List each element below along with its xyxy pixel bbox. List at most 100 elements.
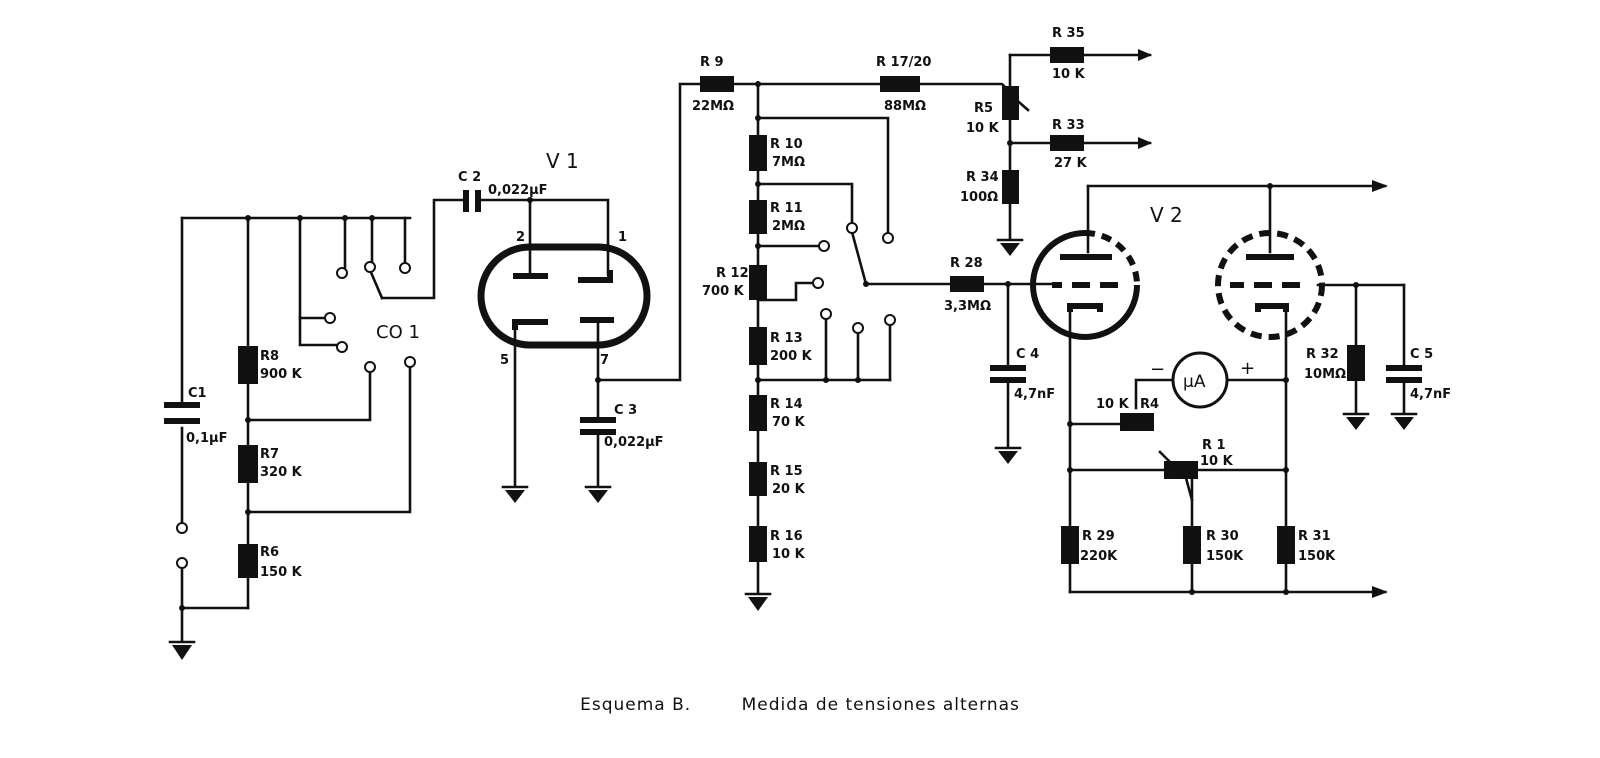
capacitor-c5 bbox=[1386, 283, 1422, 430]
value-c5: 4,7nF bbox=[1410, 387, 1451, 402]
label-c3: C 3 bbox=[614, 403, 637, 418]
resistor-r35 bbox=[1050, 47, 1084, 63]
pin-label: 5 bbox=[500, 353, 509, 368]
resistor-r4 bbox=[1120, 413, 1154, 431]
label-c4: C 4 bbox=[1016, 347, 1039, 362]
input-section bbox=[180, 198, 464, 642]
label-r10: R 10 bbox=[770, 137, 803, 152]
label-r15: R 15 bbox=[770, 464, 803, 479]
resistor-r6 bbox=[238, 544, 258, 578]
label-r29: R 29 bbox=[1082, 529, 1115, 544]
balance-network bbox=[996, 47, 1152, 256]
label-r7: R7 bbox=[260, 447, 279, 462]
resistor-r7 bbox=[238, 445, 258, 483]
resistor-r13 bbox=[749, 327, 767, 365]
label-r33: R 33 bbox=[1052, 118, 1085, 133]
value-r13: 200 K bbox=[770, 349, 813, 364]
pin-label: 7 bbox=[600, 353, 609, 368]
value-r35: 10 K bbox=[1052, 67, 1086, 82]
capacitor-c4 bbox=[990, 282, 1026, 464]
value-r30: 150K bbox=[1206, 549, 1244, 564]
resistor-r28 bbox=[950, 276, 984, 292]
value-r14: 70 K bbox=[772, 415, 806, 430]
value-r16: 10 K bbox=[772, 547, 806, 562]
ground-symbol bbox=[168, 640, 196, 660]
resistor-r29 bbox=[1061, 526, 1079, 564]
resistor-r16 bbox=[749, 526, 767, 562]
label-r8: R8 bbox=[260, 349, 279, 364]
resistor-r31 bbox=[1277, 526, 1295, 564]
tube-v1-label: V 1 bbox=[546, 149, 579, 173]
value-r33: 27 K bbox=[1054, 156, 1088, 171]
resistor-r32 bbox=[1347, 345, 1365, 381]
meter-plus: + bbox=[1240, 358, 1255, 379]
value-r8: 900 K bbox=[260, 367, 303, 382]
label-r17-20: R 17/20 bbox=[876, 55, 931, 70]
value-r10: 7MΩ bbox=[772, 155, 805, 170]
terminal-c1-b[interactable] bbox=[176, 557, 188, 569]
resistor-r8 bbox=[238, 346, 258, 384]
divider-chain bbox=[744, 82, 772, 611]
value-c2: 0,022μF bbox=[488, 183, 548, 198]
label-r6: R6 bbox=[260, 545, 279, 560]
resistor-r14 bbox=[749, 395, 767, 431]
figure-caption: Esquema B. Medida de tensiones alternas bbox=[0, 695, 1600, 715]
label-r14: R 14 bbox=[770, 397, 803, 412]
resistor-r30 bbox=[1183, 526, 1201, 564]
value-r6: 150 K bbox=[260, 565, 303, 580]
label-r16: R 16 bbox=[770, 529, 803, 544]
pin-label: 2 bbox=[516, 230, 525, 245]
ground-symbol bbox=[501, 485, 612, 503]
value-c4: 4,7nF bbox=[1014, 387, 1055, 402]
value-r32: 10MΩ bbox=[1304, 367, 1346, 382]
value-r4: 10 K bbox=[1096, 397, 1130, 412]
label-r1: R 1 bbox=[1202, 438, 1226, 453]
label-r31: R 31 bbox=[1298, 529, 1331, 544]
label-r30: R 30 bbox=[1206, 529, 1239, 544]
label-r9: R 9 bbox=[700, 55, 724, 70]
label-r11: R 11 bbox=[770, 201, 803, 216]
pin-label: 1 bbox=[618, 230, 627, 245]
capacitor-c2 bbox=[463, 190, 610, 246]
microammeter bbox=[1134, 351, 1288, 410]
tube-v1 bbox=[477, 82, 702, 487]
meter-minus: − bbox=[1150, 359, 1165, 380]
value-r12: 700 K bbox=[702, 284, 745, 299]
resistor-r12 bbox=[749, 265, 767, 300]
value-r31: 150K bbox=[1298, 549, 1336, 564]
label-r34: R 34 bbox=[966, 170, 999, 185]
label-r13: R 13 bbox=[770, 331, 803, 346]
caption-title: Medida de tensiones alternas bbox=[741, 695, 1020, 715]
value-r17-20: 88MΩ bbox=[884, 99, 926, 114]
label-r4: R4 bbox=[1140, 397, 1159, 412]
resistor-r9 bbox=[700, 76, 734, 92]
resistor-r33 bbox=[1050, 135, 1084, 151]
potentiometer-r5[interactable] bbox=[1002, 86, 1019, 120]
value-r1: 10 K bbox=[1200, 454, 1234, 469]
range-switch[interactable] bbox=[756, 116, 896, 382]
value-r9: 22MΩ bbox=[692, 99, 734, 114]
meter-symbol: μA bbox=[1183, 372, 1206, 392]
resistor-r10 bbox=[749, 135, 767, 171]
terminal-c1-a[interactable] bbox=[176, 522, 188, 534]
capacitor-c3 bbox=[580, 378, 616, 487]
value-r28: 3,3MΩ bbox=[944, 299, 991, 314]
label-r5: R5 bbox=[974, 101, 993, 116]
value-r34: 100Ω bbox=[960, 190, 998, 205]
tube-v2-label: V 2 bbox=[1150, 203, 1183, 227]
capacitor-c1 bbox=[164, 402, 200, 424]
label-r32: R 32 bbox=[1306, 347, 1339, 362]
value-r5: 10 K bbox=[966, 121, 1000, 136]
resistor-r17-20 bbox=[880, 76, 920, 92]
label-r35: R 35 bbox=[1052, 26, 1085, 41]
resistor-r11 bbox=[749, 200, 767, 234]
caption-scheme: Esquema B. bbox=[580, 695, 692, 715]
label-c2: C 2 bbox=[458, 170, 481, 185]
label-r28: R 28 bbox=[950, 256, 983, 271]
value-r29: 220K bbox=[1080, 549, 1118, 564]
switch-co1[interactable] bbox=[324, 261, 416, 373]
label-c1: C1 bbox=[188, 386, 207, 401]
value-c1: 0,1μF bbox=[186, 431, 227, 446]
switch-co1-label: CO 1 bbox=[376, 322, 420, 343]
